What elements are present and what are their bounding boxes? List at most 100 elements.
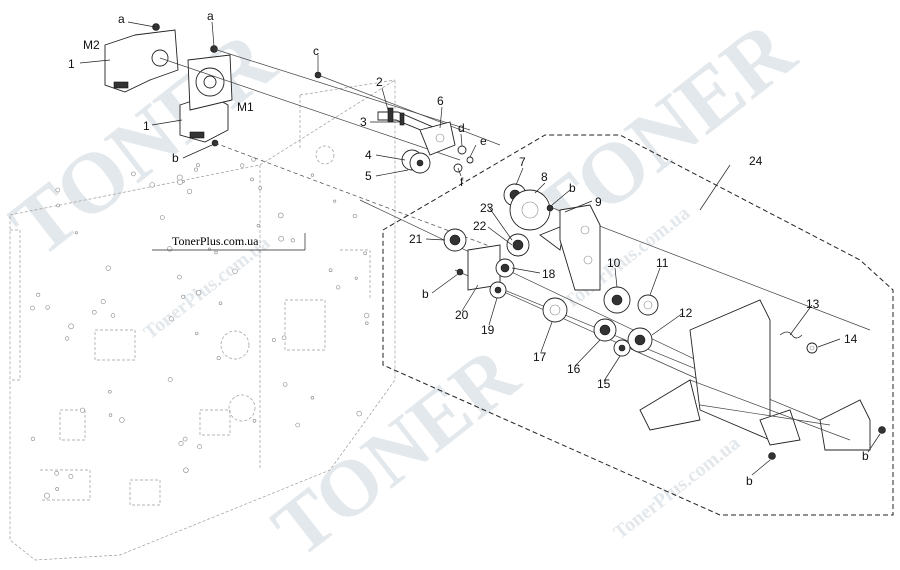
frame-hole	[68, 323, 74, 330]
frame-hole	[277, 212, 284, 219]
spring-13	[779, 331, 803, 339]
frame-hole	[131, 171, 136, 177]
frame-hole	[167, 377, 173, 383]
frame-hole	[271, 338, 276, 342]
callout-m2: M2	[83, 38, 100, 52]
gear-15	[613, 339, 631, 357]
frame-hole	[30, 305, 35, 311]
callout-21: 21	[409, 232, 423, 246]
callout-e: e	[480, 134, 487, 148]
callout-4: 4	[365, 148, 372, 162]
frame-hole	[278, 235, 285, 242]
gear-11	[637, 294, 659, 316]
frame-hole	[197, 444, 202, 450]
callout-b-bottom: b	[746, 474, 753, 488]
callout-10: 10	[607, 256, 621, 270]
frame-hole	[44, 492, 50, 499]
callout-13: 13	[806, 297, 820, 311]
callout-18: 18	[542, 267, 556, 281]
callout-labels: a a c M2 1 M1 1 2 3 4 5 6 d e f b 7 8 b …	[68, 9, 869, 488]
frame-hole	[256, 223, 261, 228]
callout-7: 7	[519, 155, 526, 169]
callout-b-right: b	[862, 449, 869, 463]
gear-10	[603, 286, 631, 314]
callout-11: 11	[656, 256, 669, 270]
callout-a-2: a	[207, 9, 214, 23]
gear-cluster-7-8	[503, 183, 566, 257]
frame-hole	[177, 274, 182, 280]
frame-hole	[216, 356, 221, 361]
screw-b-right	[878, 426, 886, 434]
frame-hole	[80, 407, 86, 413]
frame-hole	[56, 203, 61, 208]
frame-hole	[354, 276, 358, 280]
watermark-site: TonerPlus.com.ua	[610, 432, 745, 544]
frame-hole	[195, 290, 202, 296]
frame-hole	[149, 182, 155, 188]
site-label: TonerPlus.com.ua	[172, 234, 259, 248]
screw-b-mid	[456, 268, 464, 276]
callout-16: 16	[567, 362, 581, 376]
callout-14: 14	[844, 332, 858, 346]
gear-19	[489, 281, 507, 299]
frame-hole	[333, 199, 337, 203]
frame-hole	[108, 413, 113, 417]
washer-14	[806, 342, 818, 354]
frame-hole	[108, 390, 112, 394]
frame-hole	[54, 470, 60, 476]
frame-hole	[218, 301, 223, 305]
callout-23: 23	[480, 201, 494, 215]
frame-hole	[181, 294, 186, 299]
frame-hole	[365, 321, 369, 325]
frame-hole	[281, 335, 287, 341]
frame-hole	[119, 417, 125, 423]
frame-hole	[68, 473, 74, 479]
callout-b-top: b	[569, 181, 576, 195]
callout-d: d	[458, 121, 465, 135]
frame-hole	[194, 167, 199, 172]
callout-15: 15	[597, 377, 611, 391]
frame-hole	[310, 173, 315, 177]
frame-hole	[182, 436, 188, 442]
frame-hole	[240, 163, 245, 168]
frame-hole	[30, 436, 36, 442]
gear-16	[593, 318, 617, 342]
frame-hole	[258, 186, 263, 190]
callout-2: 2	[376, 75, 383, 89]
frame-hole	[290, 238, 295, 243]
callout-1-top: 1	[68, 57, 75, 71]
callout-a-1: a	[118, 12, 125, 26]
frame-hole	[168, 316, 174, 322]
plate-9	[546, 204, 601, 291]
screw-a-1	[152, 23, 160, 31]
gear-18	[495, 258, 515, 278]
callout-22: 22	[473, 219, 487, 233]
watermark-brand: TONER	[257, 330, 535, 570]
callout-f: f	[460, 175, 464, 189]
callout-19: 19	[481, 323, 495, 337]
main-frame	[9, 79, 396, 561]
frame-hole	[363, 251, 367, 256]
frame-hole	[176, 174, 183, 181]
callout-m1: M1	[237, 100, 254, 114]
frame-hole	[363, 312, 370, 319]
leader-lines	[79, 21, 881, 476]
gear-4	[401, 149, 431, 174]
motor-m1	[179, 54, 233, 143]
frame-hole	[252, 418, 257, 423]
callout-20: 20	[455, 308, 469, 322]
assembly-side-frame	[639, 299, 871, 451]
callout-b-left: b	[172, 151, 179, 165]
frame-hole	[328, 268, 333, 273]
clip-d-e-f	[453, 145, 474, 173]
frame-hole	[55, 187, 61, 193]
gear-17	[542, 297, 568, 323]
frame-hole	[100, 299, 106, 305]
frame-hole	[110, 313, 116, 318]
frame-hole	[336, 285, 341, 290]
callout-12: 12	[679, 306, 693, 320]
gear-12	[627, 327, 653, 353]
callout-5: 5	[365, 169, 372, 183]
bracket-6	[419, 121, 456, 156]
